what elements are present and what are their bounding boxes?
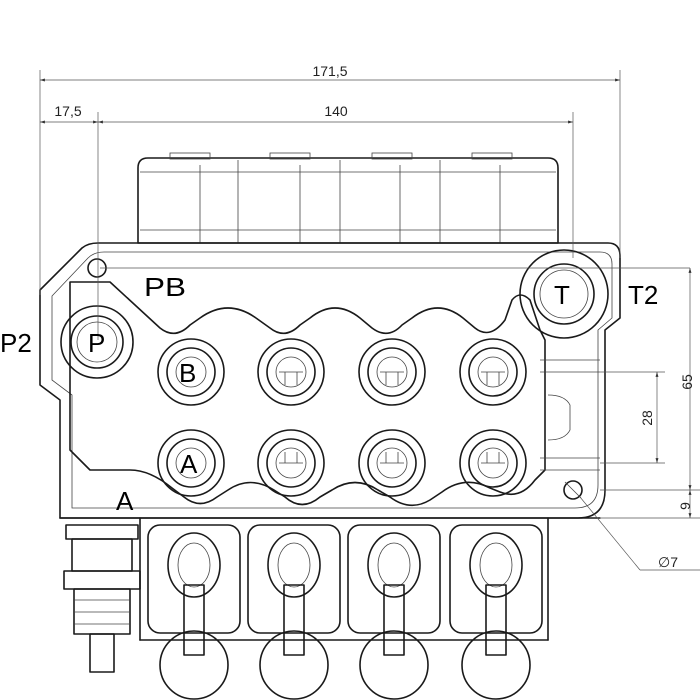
port-p — [60, 305, 134, 379]
label-b: B — [179, 358, 196, 388]
dim-bottom-9: 9 — [677, 502, 693, 510]
label-p2: P2 — [0, 328, 32, 358]
label-t2: T2 — [628, 280, 658, 310]
port-b-3 — [358, 338, 426, 406]
port-a-2 — [257, 429, 325, 497]
lever-2 — [247, 524, 341, 700]
port-b-2 — [257, 338, 325, 406]
label-a-work: A — [180, 449, 198, 479]
top-caps — [137, 152, 559, 244]
label-t: T — [554, 280, 570, 310]
dim-height-65: 65 — [679, 374, 695, 390]
dim-pitch-28: 28 — [639, 410, 655, 426]
dim-hole-diameter: ∅7 — [658, 554, 678, 570]
port-b-1 — [157, 338, 225, 406]
port-a-1 — [157, 429, 225, 497]
lever-1 — [147, 524, 241, 700]
lever-4 — [449, 524, 543, 700]
lever-3 — [347, 524, 441, 700]
label-a-side: A — [116, 486, 134, 516]
dimension-lines — [39, 70, 700, 571]
bottom-assembly — [59, 517, 601, 673]
port-a-3 — [358, 429, 426, 497]
port-b-4 — [459, 338, 527, 406]
dim-offset: 17,5 — [54, 103, 81, 119]
port-t — [519, 249, 609, 339]
mount-hole-7-icon — [563, 480, 583, 500]
valve-body — [39, 242, 621, 519]
label-pb: PB — [144, 272, 186, 302]
dim-spacing: 140 — [324, 103, 348, 119]
port-a-4 — [459, 429, 527, 497]
dim-overall-width: 171,5 — [312, 63, 347, 79]
label-p: P — [88, 328, 105, 358]
work-ports — [157, 338, 527, 497]
levers — [147, 524, 543, 700]
